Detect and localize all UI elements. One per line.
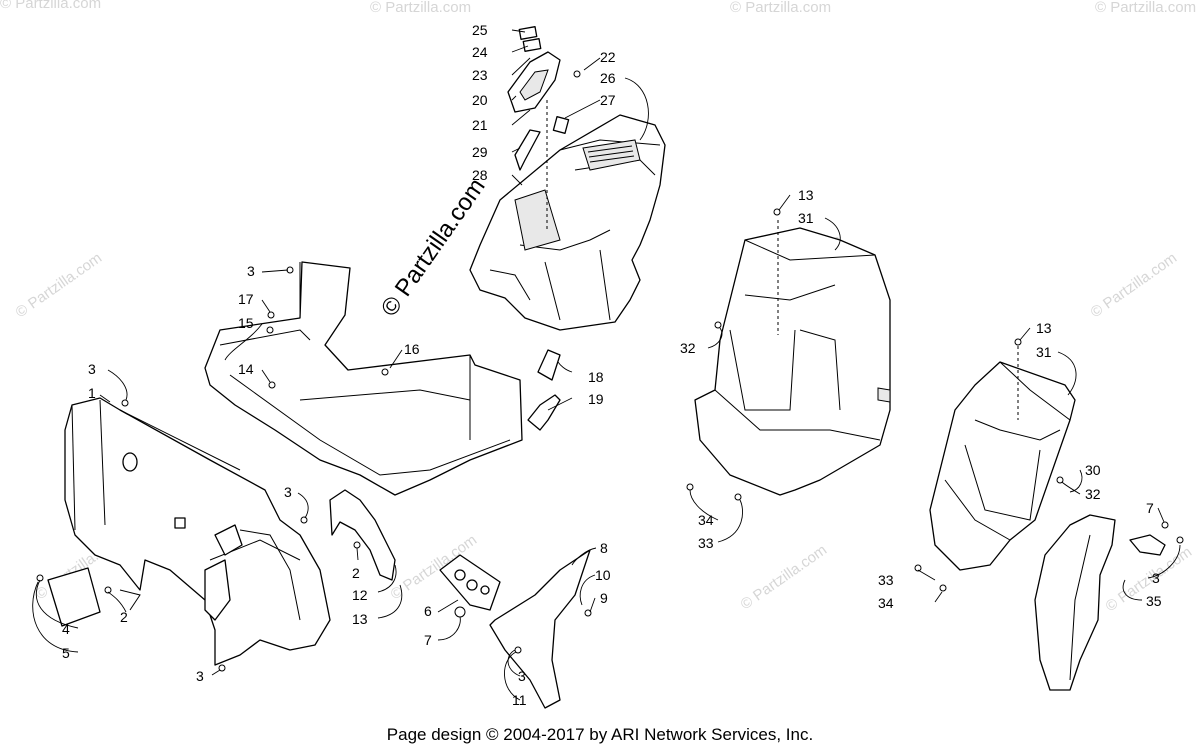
bracket-12 xyxy=(329,489,396,581)
callout-11: 11 xyxy=(512,692,527,708)
bracket-plate-6 xyxy=(439,554,501,611)
callout-23: 23 xyxy=(472,67,488,83)
callout-6: 6 xyxy=(424,603,432,619)
leader-lines xyxy=(32,29,1181,701)
seat-base-right xyxy=(929,340,1076,571)
callout-16: 16 xyxy=(404,341,420,357)
callout-8: 8 xyxy=(600,540,608,556)
mud-flap-8 xyxy=(489,549,591,709)
callout-25: 25 xyxy=(472,22,488,38)
callout-numbers: 25 24 23 20 21 29 28 22 26 27 3 17 15 16… xyxy=(62,22,1162,708)
watermark-text: © Partzilla.com xyxy=(738,541,831,613)
callout-3: 3 xyxy=(1152,570,1160,586)
callout-33: 33 xyxy=(698,535,714,551)
watermark-text: © Partzilla.com xyxy=(1095,0,1196,16)
callout-2: 2 xyxy=(120,609,128,625)
callout-10: 10 xyxy=(595,567,611,583)
watermark-text: © Partzilla.com xyxy=(13,249,106,321)
callout-32: 32 xyxy=(680,340,696,356)
callout-35: 35 xyxy=(1146,593,1162,609)
callout-1: 1 xyxy=(88,385,96,401)
floor-pan xyxy=(204,261,523,496)
copyright-footer: Page design © 2004-2017 by ARI Network S… xyxy=(387,725,813,744)
callout-34: 34 xyxy=(878,595,894,611)
callout-31: 31 xyxy=(798,210,814,226)
callout-4: 4 xyxy=(62,621,70,637)
front-panel xyxy=(47,397,331,666)
callout-7: 7 xyxy=(1146,500,1154,516)
watermark-text: © Partzilla.com xyxy=(1088,249,1181,321)
callout-12: 12 xyxy=(352,587,368,603)
callout-31: 31 xyxy=(1036,344,1052,360)
callout-30: 30 xyxy=(1085,462,1101,478)
callout-3: 3 xyxy=(196,668,204,684)
callout-3: 3 xyxy=(247,263,255,279)
callout-32: 32 xyxy=(1085,486,1101,502)
callout-24: 24 xyxy=(472,44,488,60)
warning-label xyxy=(587,145,635,163)
callout-29: 29 xyxy=(472,144,488,160)
trim-18-19 xyxy=(527,349,561,431)
callout-17: 17 xyxy=(238,291,254,307)
callout-34: 34 xyxy=(698,512,714,528)
callout-14: 14 xyxy=(238,361,254,377)
watermark-text: © Partzilla.com xyxy=(370,0,471,16)
callout-27: 27 xyxy=(600,92,616,108)
partzilla-watermark: © Partzilla.com xyxy=(376,173,491,321)
callout-3: 3 xyxy=(284,484,292,500)
callout-13: 13 xyxy=(352,611,368,627)
callout-3: 3 xyxy=(518,668,526,684)
callout-33: 33 xyxy=(878,572,894,588)
callout-7: 7 xyxy=(424,632,432,648)
watermark-text: © Partzilla.com xyxy=(730,0,831,16)
bracket-35 xyxy=(1129,534,1166,556)
callout-13: 13 xyxy=(798,187,814,203)
callout-18: 18 xyxy=(588,369,604,385)
callout-2: 2 xyxy=(352,565,360,581)
callout-3: 3 xyxy=(88,361,96,377)
callout-20: 20 xyxy=(472,92,488,108)
callout-19: 19 xyxy=(588,391,604,407)
callout-22: 22 xyxy=(600,49,616,65)
callout-21: 21 xyxy=(472,117,488,133)
callout-13: 13 xyxy=(1036,320,1052,336)
callout-5: 5 xyxy=(62,645,70,661)
hardware xyxy=(36,70,1184,672)
callout-28: 28 xyxy=(472,167,488,183)
callout-15: 15 xyxy=(238,315,254,331)
callout-9: 9 xyxy=(600,590,608,606)
watermark-text: © Partzilla.com xyxy=(0,0,101,12)
callout-26: 26 xyxy=(600,70,616,86)
center-console xyxy=(469,26,666,331)
seat-base-left xyxy=(694,220,891,496)
